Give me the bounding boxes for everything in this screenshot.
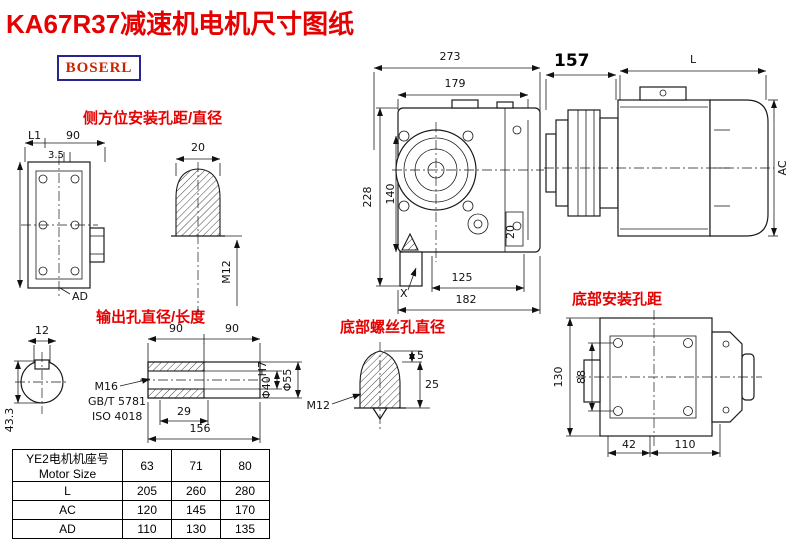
table-row: AD 110 130 135: [12, 519, 270, 539]
value-cell: 205: [122, 481, 172, 501]
value-cell: 110: [122, 519, 172, 539]
dim-157: 157: [554, 51, 590, 71]
motor-size-header-cell: YE2电机机座号 Motor Size: [12, 449, 123, 482]
dim-phi55: Φ55: [281, 369, 294, 392]
label-side-mount-holes: 侧方位安装孔距/直径: [83, 110, 223, 127]
dim-L1: L1: [28, 129, 41, 142]
value-cell: 120: [122, 500, 172, 520]
bottom-screw-detail: 5 25 M12: [307, 342, 439, 430]
row-label-L: L: [12, 481, 123, 501]
main-gearbox-view: 273 179: [361, 50, 544, 314]
dim-125: 125: [452, 271, 473, 284]
size-80-cell: 80: [220, 449, 270, 482]
dim-140: 140: [384, 184, 397, 205]
side-view-shaft-stub: [89, 227, 105, 263]
dim-182: 182: [456, 293, 477, 306]
dim-156: 156: [190, 422, 211, 435]
motor-size-table: YE2电机机座号 Motor Size 63 71 80 L 205 260 2…: [12, 449, 270, 539]
side-hole-detail: 20 M12: [171, 141, 242, 314]
dim-42: 42: [622, 438, 636, 451]
motor-size-label-cn: YE2电机机座号: [26, 452, 109, 466]
value-cell: 170: [220, 500, 270, 520]
dim-M12-side: M12: [220, 260, 233, 284]
left-side-view: L1 90 3.5 AD: [17, 129, 106, 303]
dim-M16: M16: [95, 380, 119, 393]
dim-25: 25: [425, 378, 439, 391]
brand-logo: BOSERL: [57, 55, 141, 81]
dim-3-5: 3.5: [48, 150, 64, 161]
dim-X: X: [400, 287, 408, 300]
value-cell: 145: [171, 500, 221, 520]
dim-20-side: 20: [191, 141, 205, 154]
motor-size-label-en: Motor Size: [38, 467, 97, 481]
label-output-hole: 输出孔直径/长度: [96, 309, 206, 326]
dim-12: 12: [35, 324, 49, 337]
dim-88: 88: [575, 370, 588, 384]
drain-plug: [401, 232, 419, 251]
value-cell: 260: [171, 481, 221, 501]
table-row: AC 120 145 170: [12, 500, 270, 520]
dim-phi40-tolerance: H7: [256, 361, 269, 376]
dim-phi40: Φ40: [260, 376, 273, 399]
dim-228: 228: [361, 187, 374, 208]
dim-130: 130: [552, 367, 565, 388]
table-row: YE2电机机座号 Motor Size 63 71 80: [12, 449, 270, 482]
dim-AD: AD: [72, 290, 88, 303]
dim-90-top: 90: [66, 129, 80, 142]
dim-43-3: 43.3: [3, 408, 16, 433]
row-label-AD: AD: [12, 519, 123, 539]
input-flange: [567, 109, 601, 217]
standard-iso: ISO 4018: [92, 410, 142, 423]
value-cell: 130: [171, 519, 221, 539]
dim-20-box: 20: [504, 225, 517, 239]
page-title: KA67R37减速机电机尺寸图纸: [6, 9, 355, 39]
output-shaft-side-view: 90 90 M16 GB/T 5781 ISO 4018 29 156: [88, 322, 302, 443]
dim-phi40H7: Φ40H7: [256, 361, 273, 399]
dim-90-b: 90: [225, 322, 239, 335]
dim-box-20: [505, 211, 524, 247]
dim-110: 110: [675, 438, 696, 451]
terminal-box: [639, 86, 687, 101]
dim-90-a: 90: [169, 322, 183, 335]
table-row: L 205 260 280: [12, 481, 270, 501]
dim-AC: AC: [776, 160, 789, 175]
output-shaft-end-view: 12 43.3: [3, 324, 69, 432]
size-63-cell: 63: [122, 449, 172, 482]
dim-179: 179: [445, 77, 466, 90]
dim-273: 273: [440, 50, 461, 63]
label-bottom-mount-holes: 底部安装孔距: [572, 291, 663, 308]
standard-gb: GB/T 5781: [88, 395, 146, 408]
label-bottom-screw-hole: 底部螺丝孔直径: [340, 319, 446, 336]
dim-5: 5: [417, 349, 424, 362]
value-cell: 135: [220, 519, 270, 539]
row-label-AC: AC: [12, 500, 123, 520]
size-71-cell: 71: [171, 449, 221, 482]
motor-side-view: 157 L: [544, 51, 789, 237]
bottom-mount-view: 130 88 42 110: [552, 310, 762, 457]
value-cell: 280: [220, 481, 270, 501]
dim-L: L: [690, 53, 697, 66]
dim-29: 29: [177, 405, 191, 418]
dim-M12-bottom: M12: [307, 399, 331, 412]
